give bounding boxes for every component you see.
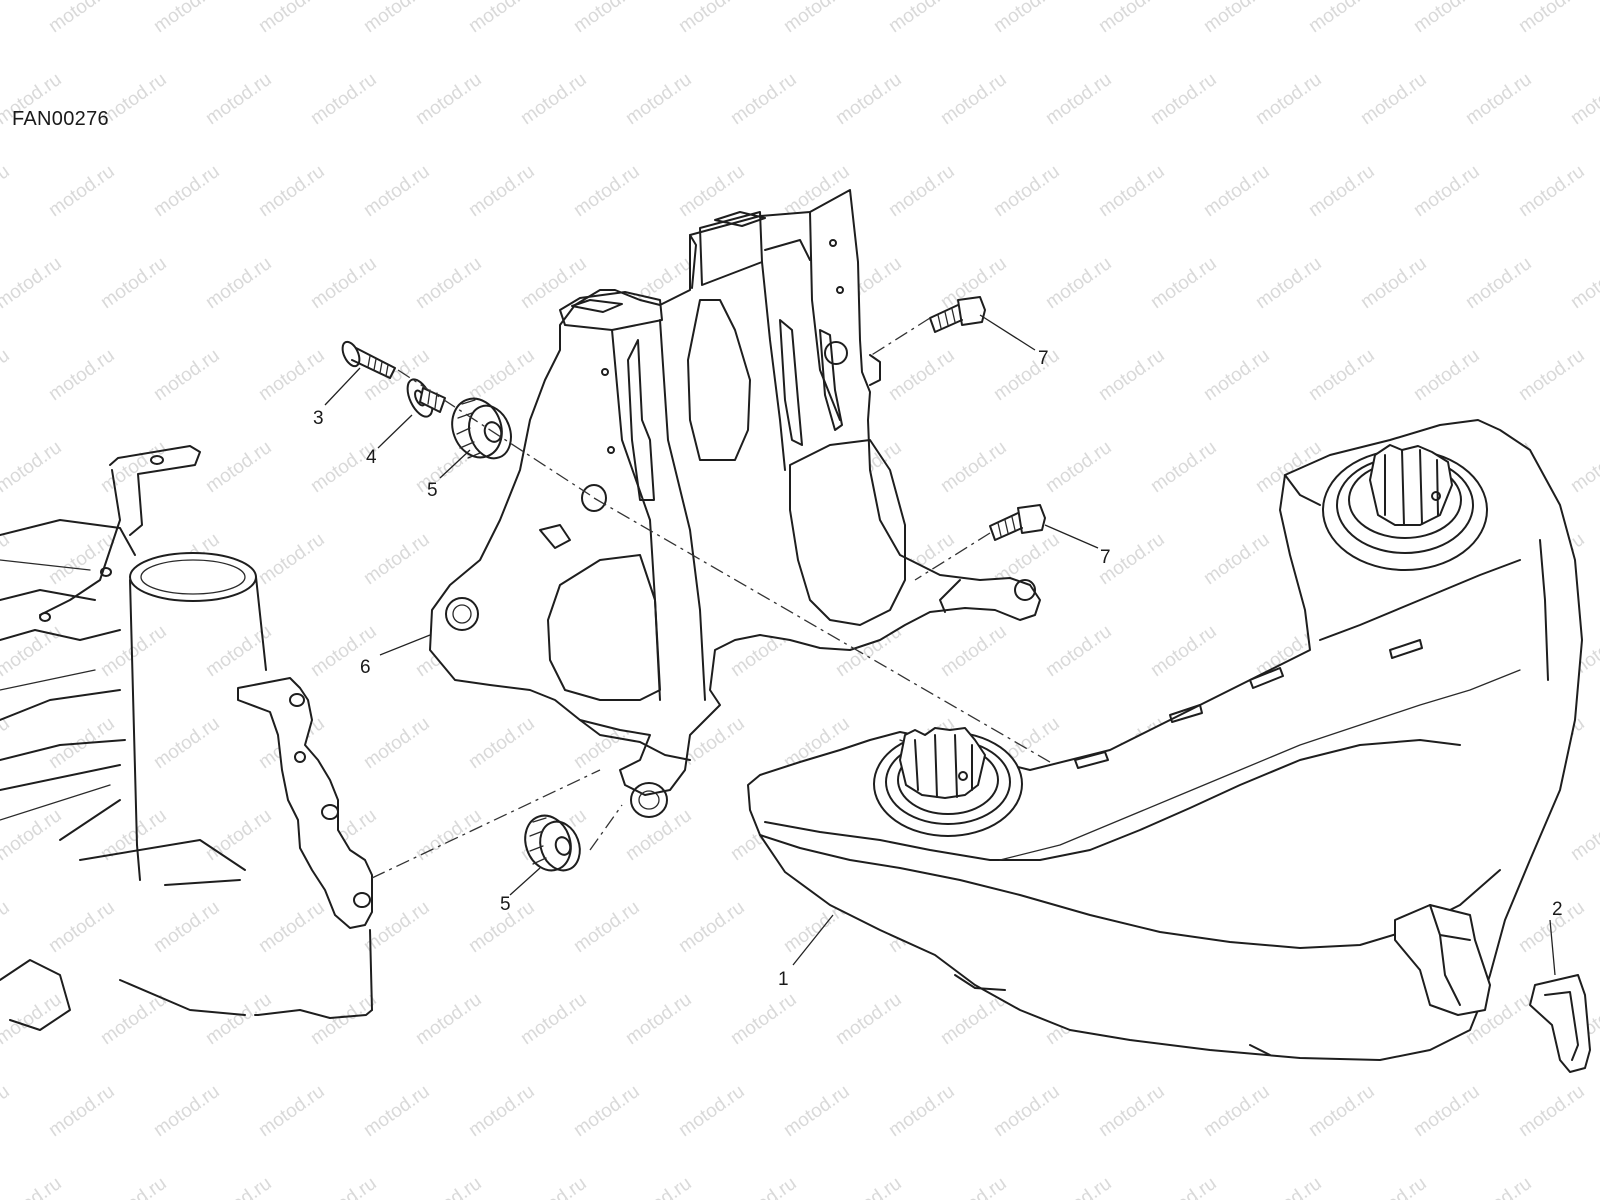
frame-section [0,445,373,1031]
callout-7-upper: 7 [1038,348,1049,369]
part-4-spacer [406,378,446,418]
steering-head-bracket [429,189,1041,818]
callout-6: 6 [360,657,371,678]
drawing-code-label: FAN00276 [12,108,109,130]
callout-labels: 1 2 3 4 5 5 6 7 7 [313,348,1563,990]
part-5-damper-lower [524,814,581,872]
callout-5-upper: 5 [427,480,438,501]
part-7-bolt-lower [989,504,1046,541]
part-2-clip [1529,974,1591,1073]
callout-2: 2 [1552,899,1563,920]
part-5-damper-upper [451,397,512,460]
leader-lines [324,314,1556,976]
callout-5-lower: 5 [500,894,511,915]
assembly-axis-lines [371,317,1051,879]
part-1-tank [747,419,1583,1061]
callout-4: 4 [366,447,377,468]
callout-1: 1 [778,969,789,990]
callout-7-lower: 7 [1100,547,1111,568]
part-3-bolt [341,340,396,379]
callout-3: 3 [313,408,324,429]
part-7-bolt-upper [929,296,986,333]
